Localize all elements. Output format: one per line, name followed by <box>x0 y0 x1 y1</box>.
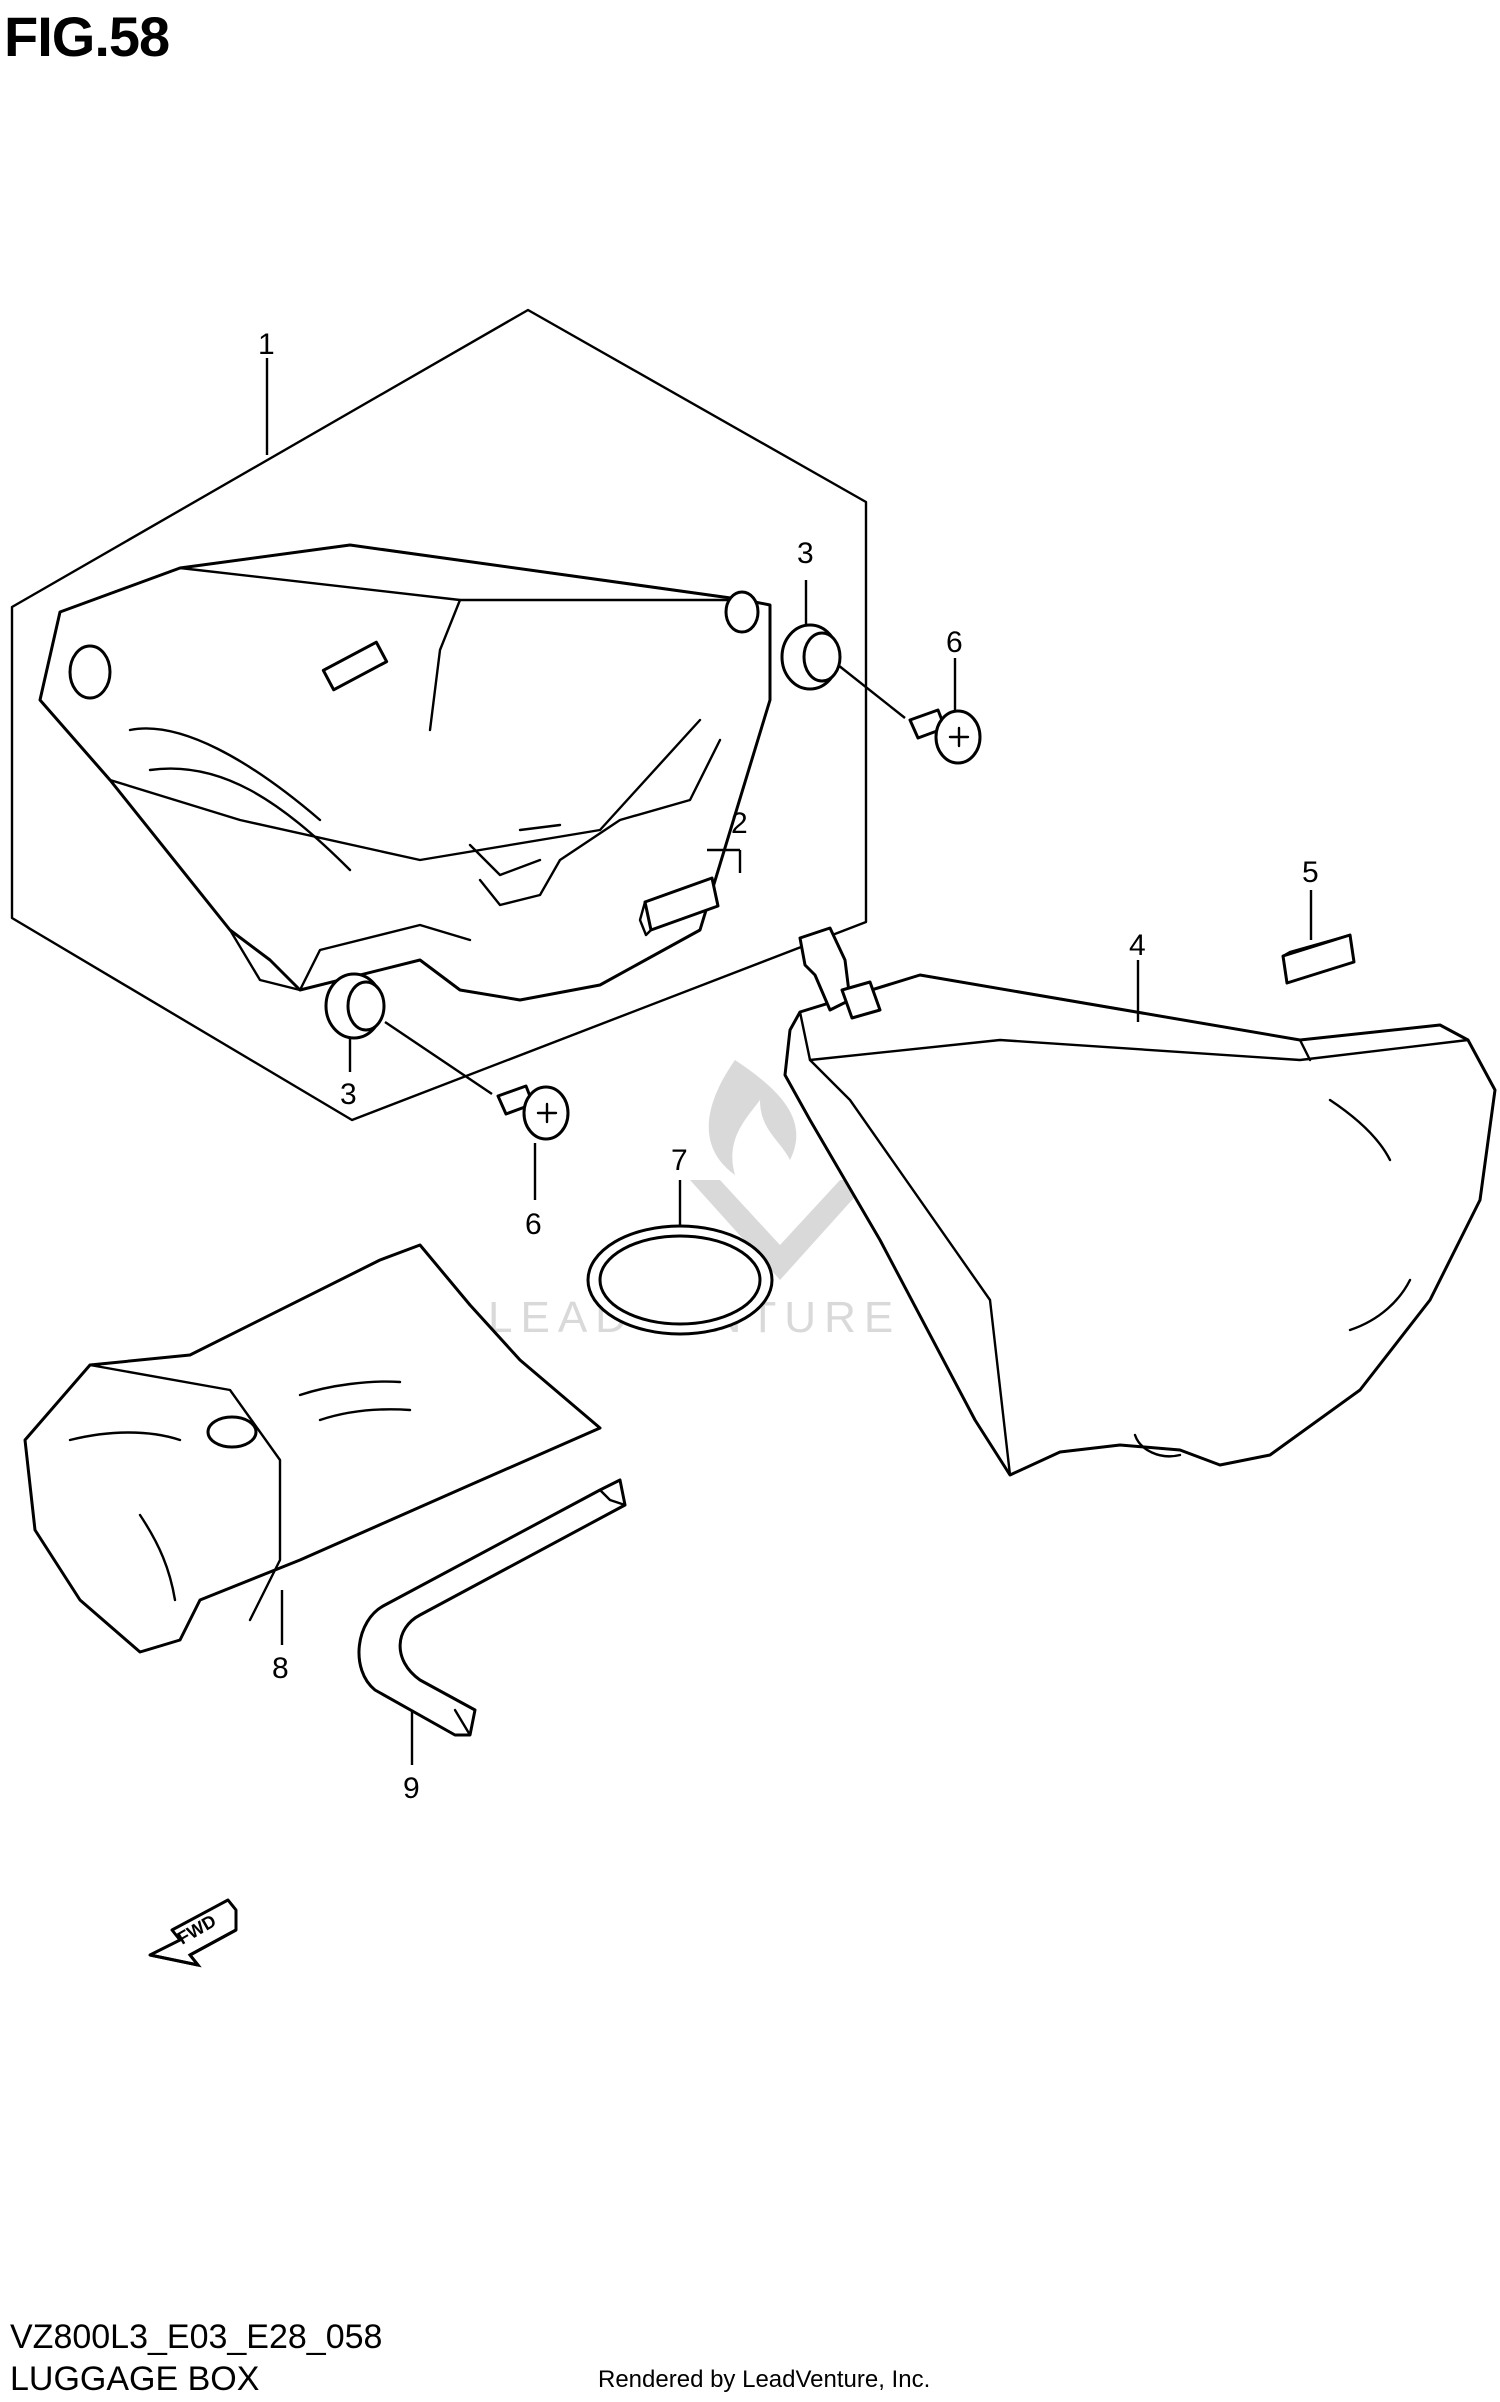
screw-lower <box>496 1084 570 1141</box>
hex-wrench <box>357 1478 627 1737</box>
callout-9: 9 <box>403 1772 420 1805</box>
callout-7: 7 <box>671 1144 688 1177</box>
tool-bag <box>23 1243 602 1654</box>
model-code: VZ800L3_E03_E28_058 <box>10 2318 383 2356</box>
callout-6-lower: 6 <box>525 1208 542 1241</box>
callout-2: 2 <box>731 807 748 840</box>
callout-8: 8 <box>272 1652 289 1685</box>
rendered-by: Rendered by LeadVenture, Inc. <box>598 2366 931 2393</box>
callout-5: 5 <box>1302 856 1319 889</box>
assembly-boundary <box>10 308 868 1122</box>
screw-upper <box>908 708 982 765</box>
callout-3-lower: 3 <box>340 1078 357 1111</box>
small-pad <box>1281 933 1356 985</box>
section-name: LUGGAGE BOX <box>10 2360 260 2398</box>
callout-6-upper: 6 <box>946 626 963 659</box>
callout-3-upper: 3 <box>797 537 814 570</box>
watermark-logo <box>690 1060 870 1280</box>
o-ring <box>586 1224 774 1336</box>
pad <box>638 876 720 937</box>
luggage-box-frame <box>38 543 772 1002</box>
fwd-arrow-icon: FWD <box>148 1898 238 1968</box>
cushion-upper <box>780 623 842 691</box>
side-cover <box>783 926 1497 1477</box>
figure-title: FIG.58 <box>4 5 170 68</box>
leader-lines <box>265 358 1313 1765</box>
cushion-lower <box>324 972 386 1040</box>
callout-4: 4 <box>1129 929 1146 962</box>
callout-1: 1 <box>258 328 275 361</box>
